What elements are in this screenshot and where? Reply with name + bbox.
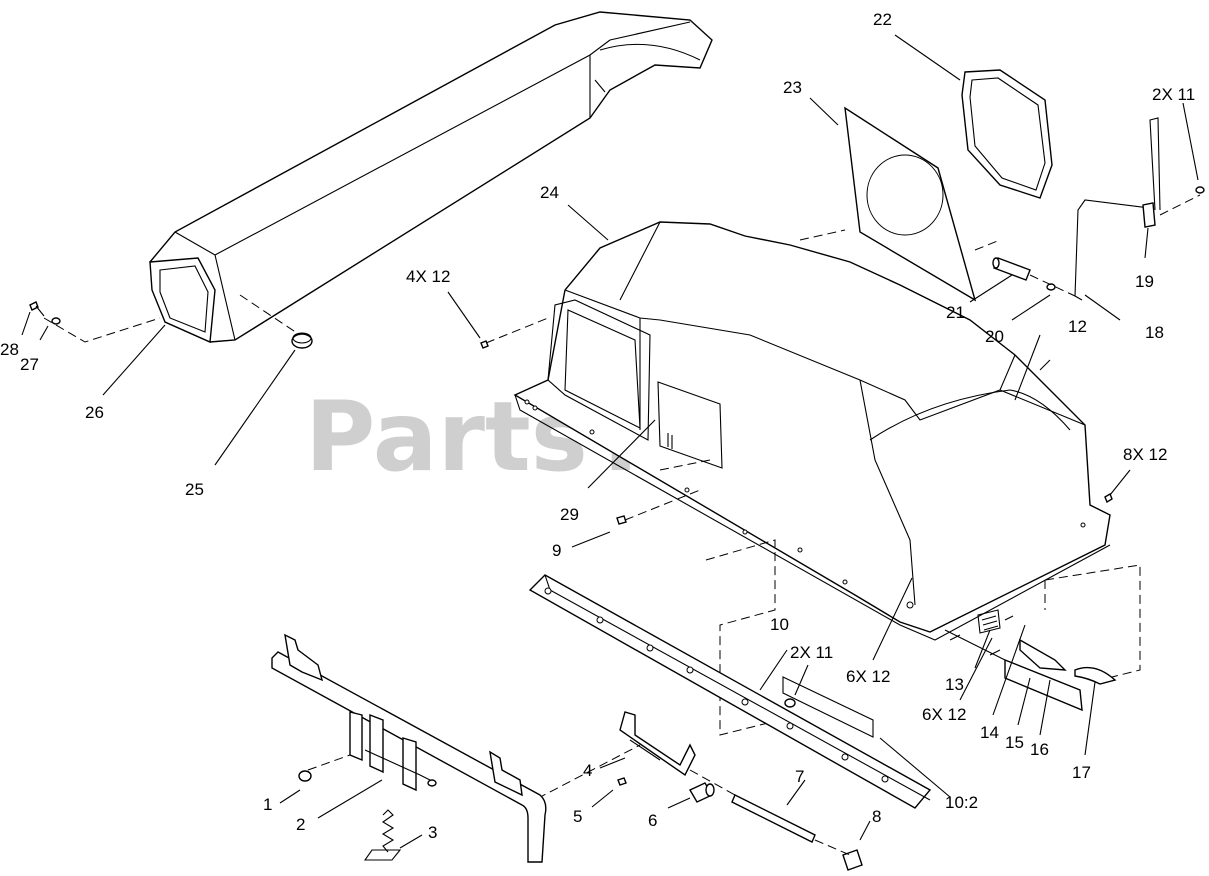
- callout-8[interactable]: 8: [872, 807, 881, 826]
- part-5-screw[interactable]: [617, 777, 627, 786]
- part-8-cap[interactable]: [842, 849, 863, 871]
- callout-2[interactable]: 2: [296, 815, 305, 834]
- part-9-screw[interactable]: [616, 515, 627, 525]
- callout-6x12-b[interactable]: 6X 12: [922, 705, 966, 724]
- part-6-bolt[interactable]: [689, 782, 715, 803]
- callout-4[interactable]: 4: [583, 761, 592, 780]
- callout-15[interactable]: 15: [1005, 733, 1024, 752]
- callout-labels: 1 2 3 4 5 6 7 8 9 10 10:2 2X 11 2X 11 12…: [0, 10, 1195, 842]
- assembly-line-9: [624, 459, 711, 521]
- part-19-bracket[interactable]: [1142, 202, 1156, 228]
- part-25-plug[interactable]: [291, 332, 313, 349]
- callout-1[interactable]: 1: [263, 795, 272, 814]
- callout-8x12[interactable]: 8X 12: [1123, 445, 1167, 464]
- callout-28[interactable]: 28: [0, 340, 19, 359]
- part-13-screen[interactable]: [977, 609, 1001, 634]
- callout-7[interactable]: 7: [795, 767, 804, 786]
- assembly-line-4x12: [485, 317, 549, 344]
- part-2x11-nut-rail[interactable]: [784, 698, 796, 708]
- callout-13[interactable]: 13: [945, 675, 964, 694]
- callout-6x12-a[interactable]: 6X 12: [846, 667, 890, 686]
- callout-5[interactable]: 5: [573, 807, 582, 826]
- callout-23[interactable]: 23: [783, 78, 802, 97]
- assembly-line-25: [239, 294, 301, 336]
- callout-25[interactable]: 25: [185, 480, 204, 499]
- part-23-plate[interactable]: [844, 106, 977, 302]
- part-17-handle[interactable]: [1074, 666, 1117, 685]
- part-27-washer[interactable]: [51, 317, 61, 325]
- part-12-screw-8x[interactable]: [1104, 492, 1113, 504]
- part-14-screw[interactable]: [1004, 615, 1014, 621]
- part-29-decal[interactable]: [657, 381, 723, 469]
- part-2x11-nut-top[interactable]: [1195, 186, 1205, 194]
- part-28-screw[interactable]: [29, 301, 45, 317]
- callout-21[interactable]: 21: [946, 303, 965, 322]
- callout-10[interactable]: 10: [770, 615, 789, 634]
- hardware-detail: [944, 629, 1006, 661]
- callout-9[interactable]: 9: [552, 541, 561, 560]
- assembly-line-side: [1044, 564, 1141, 681]
- part-20-washer[interactable]: [1046, 283, 1056, 291]
- callout-4x12[interactable]: 4X 12: [406, 267, 450, 286]
- part-7-pin[interactable]: [731, 794, 816, 843]
- callout-14[interactable]: 14: [980, 723, 999, 742]
- assembly-line-18: [1029, 194, 1201, 297]
- part-2-hinge[interactable]: [349, 711, 437, 792]
- callout-12[interactable]: 12: [1068, 317, 1087, 336]
- callout-24[interactable]: 24: [540, 183, 559, 202]
- assembly-line-28: [43, 317, 161, 343]
- callout-18[interactable]: 18: [1145, 323, 1164, 342]
- part-10-decal-strip[interactable]: [782, 676, 874, 738]
- callout-2x11-rail[interactable]: 2X 11: [790, 643, 833, 662]
- part-12-screw-4x[interactable]: [480, 340, 489, 349]
- callout-26[interactable]: 26: [85, 403, 104, 422]
- assembly-line-nut: [307, 754, 351, 771]
- part-1-nut[interactable]: [298, 770, 312, 782]
- part-22-gasket[interactable]: [961, 69, 1053, 199]
- callout-17[interactable]: 17: [1072, 763, 1091, 782]
- callout-6[interactable]: 6: [648, 811, 657, 830]
- part-15-bracket[interactable]: [1004, 658, 1083, 712]
- callout-22[interactable]: 22: [873, 10, 892, 29]
- leader-lines: [21, 34, 1199, 849]
- part-bar-assembly[interactable]: [271, 633, 547, 863]
- callout-2x11-top[interactable]: 2X 11: [1152, 85, 1195, 104]
- part-26-chute[interactable]: [149, 11, 713, 344]
- part-4-bracket[interactable]: [619, 711, 696, 777]
- callout-10-2[interactable]: 10:2: [945, 793, 978, 812]
- part-21-spacer[interactable]: [992, 257, 1031, 281]
- part-16-latch[interactable]: [1019, 638, 1067, 671]
- part-24-hood[interactable]: [513, 221, 1111, 641]
- part-3-spring[interactable]: [363, 809, 402, 861]
- assembly-line-23: [799, 229, 1001, 251]
- part-10-rail[interactable]: [528, 574, 932, 809]
- part-12-screw-top[interactable]: [1039, 359, 1051, 371]
- part-18-rod[interactable]: [1074, 117, 1161, 301]
- assembly-line-frame: [705, 539, 781, 736]
- callout-27[interactable]: 27: [20, 355, 39, 374]
- assembly-line-pins: [524, 744, 851, 856]
- callout-29[interactable]: 29: [560, 505, 579, 524]
- callout-20[interactable]: 20: [985, 327, 1004, 346]
- callout-3[interactable]: 3: [428, 823, 437, 842]
- callout-16[interactable]: 16: [1030, 740, 1049, 759]
- callout-19[interactable]: 19: [1135, 272, 1154, 291]
